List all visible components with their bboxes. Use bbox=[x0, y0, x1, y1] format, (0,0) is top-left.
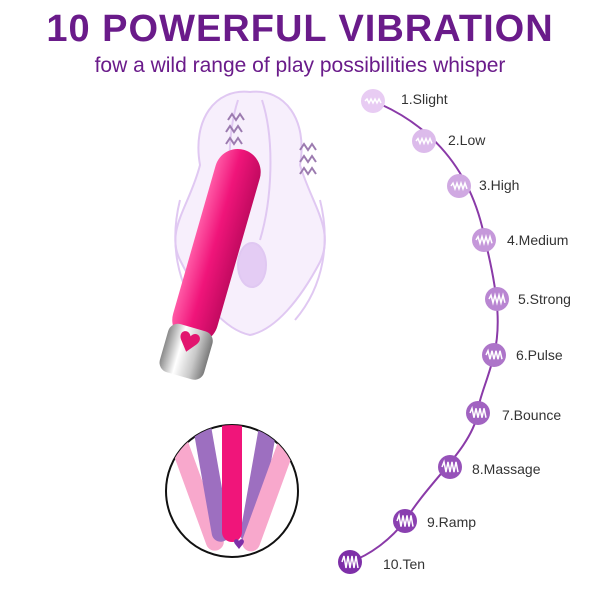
waveform-icon bbox=[485, 348, 503, 360]
mode-dot-3 bbox=[447, 174, 471, 198]
mode-dot-7 bbox=[466, 401, 490, 425]
waveform-icon bbox=[450, 180, 468, 192]
mode-label-10: 10.Ten bbox=[383, 556, 426, 572]
waveform-icon bbox=[475, 234, 493, 246]
heart-button-icon bbox=[180, 331, 200, 352]
mode-label-3: 3.High bbox=[479, 177, 520, 193]
mode-dot-6 bbox=[482, 343, 506, 367]
pink-bullet-device bbox=[159, 149, 261, 380]
page-subtitle: fow a wild range of play possibilities w… bbox=[94, 54, 506, 77]
waveform-icon bbox=[415, 136, 433, 146]
mode-label-9: 9.Ramp bbox=[427, 514, 477, 530]
mode-dot-5 bbox=[485, 287, 509, 311]
vibration-squiggle-icon bbox=[225, 112, 317, 176]
motion-inset bbox=[165, 424, 299, 558]
waveform-icon bbox=[441, 459, 459, 473]
waveform-icon bbox=[488, 292, 506, 306]
mode-label-2: 2.Low bbox=[448, 132, 486, 148]
waveform-icon bbox=[364, 97, 382, 105]
waveform-icon bbox=[396, 512, 414, 527]
mode-dot-2 bbox=[412, 129, 436, 153]
mode-label-1: 1.Slight bbox=[401, 91, 448, 107]
mode-dot-4 bbox=[472, 228, 496, 252]
mode-label-5: 5.Strong bbox=[518, 291, 571, 307]
waveform-icon bbox=[341, 555, 359, 569]
mode-dot-8 bbox=[438, 455, 462, 479]
mode-dot-10 bbox=[338, 550, 362, 574]
mode-string bbox=[349, 100, 499, 563]
mode-dot-9 bbox=[393, 509, 417, 533]
mode-label-6: 6.Pulse bbox=[516, 347, 563, 363]
mode-label-8: 8.Massage bbox=[472, 461, 541, 477]
waveform-icon bbox=[469, 405, 487, 418]
mode-dots bbox=[338, 89, 509, 574]
page-title: 10 POWERFUL VIBRATION bbox=[46, 8, 554, 50]
mode-label-7: 7.Bounce bbox=[502, 407, 562, 423]
mode-dot-1 bbox=[361, 89, 385, 113]
mode-label-4: 4.Medium bbox=[507, 232, 569, 248]
